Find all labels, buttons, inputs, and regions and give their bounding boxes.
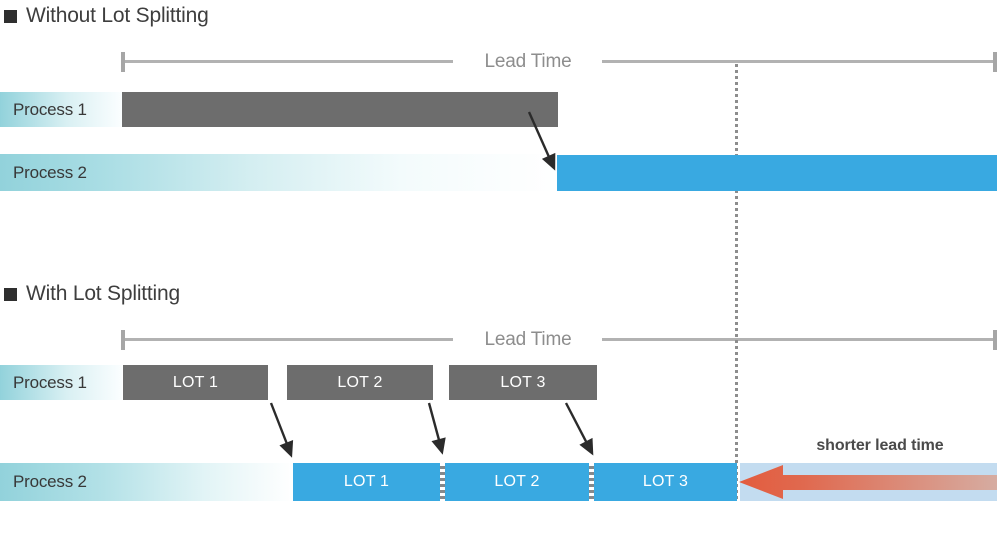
leadtime1-line-left xyxy=(125,60,453,63)
section2-process2-label: Process 2 xyxy=(13,472,87,491)
process2-lot1-bar: LOT 1 xyxy=(293,463,440,501)
process1-lot1-label: LOT 1 xyxy=(172,373,219,391)
process2-lot3-label: LOT 3 xyxy=(642,473,689,490)
section2-process2-label-band: Process 2 xyxy=(0,463,293,501)
lot-divider-dotted-line xyxy=(589,463,594,501)
process2-lot2-label: LOT 2 xyxy=(494,473,540,490)
square-bullet-icon xyxy=(4,287,17,301)
section1-title-text: Without Lot Splitting xyxy=(26,4,209,27)
flow-arrow xyxy=(564,402,588,443)
section2-title-text: With Lot Splitting xyxy=(26,282,180,305)
process2-lot1-label: LOT 1 xyxy=(343,473,390,490)
process1-lot2-bar: LOT 2 xyxy=(287,365,433,400)
process1-lot2-label: LOT 2 xyxy=(337,373,383,391)
lot-divider-dotted-line xyxy=(440,463,445,501)
flow-arrowhead-icon xyxy=(279,439,294,458)
leadtime1-left-cap xyxy=(121,52,125,72)
section1-process2-label: Process 2 xyxy=(13,162,87,182)
leadtime2-line-right xyxy=(602,338,993,341)
process1-lot3-label: LOT 3 xyxy=(500,373,546,391)
process2-lot3-bar: LOT 3 xyxy=(594,463,737,501)
process2-lot2-bar: LOT 2 xyxy=(445,463,589,501)
leadtime1-line-right xyxy=(602,60,993,63)
section1-title: Without Lot Splitting xyxy=(4,4,209,28)
section2-process1-label-band: Process 1 xyxy=(0,365,122,400)
leadtime2-left-cap xyxy=(121,330,125,350)
section1-process2-label-band: Process 2 xyxy=(0,154,557,191)
flow-arrowhead-icon xyxy=(579,437,594,456)
section1-process2-bar xyxy=(557,155,997,191)
leadtime2-label: Lead Time xyxy=(484,329,572,350)
shorter-lead-time-label: shorter lead time xyxy=(816,437,944,454)
section1-process1-bar xyxy=(122,92,558,127)
process1-lot1-bar: LOT 1 xyxy=(123,365,268,400)
flow-arrow xyxy=(427,402,441,441)
saved-time-band xyxy=(740,463,997,501)
target-date-dotted-line xyxy=(735,64,738,500)
process1-lot3-bar: LOT 3 xyxy=(449,365,597,400)
leadtime1-right-cap xyxy=(993,52,997,72)
leadtime2-right-cap xyxy=(993,330,997,350)
flow-arrowhead-icon xyxy=(431,437,446,455)
section1-process1-label: Process 1 xyxy=(13,99,87,119)
section2-process1-label: Process 1 xyxy=(13,372,87,392)
section1-process1-label-band: Process 1 xyxy=(0,92,122,127)
flow-arrow xyxy=(269,402,289,445)
section2-title: With Lot Splitting xyxy=(4,282,180,306)
leadtime2-line-left xyxy=(125,338,453,341)
leadtime1-label: Lead Time xyxy=(484,51,572,72)
square-bullet-icon xyxy=(4,9,17,23)
